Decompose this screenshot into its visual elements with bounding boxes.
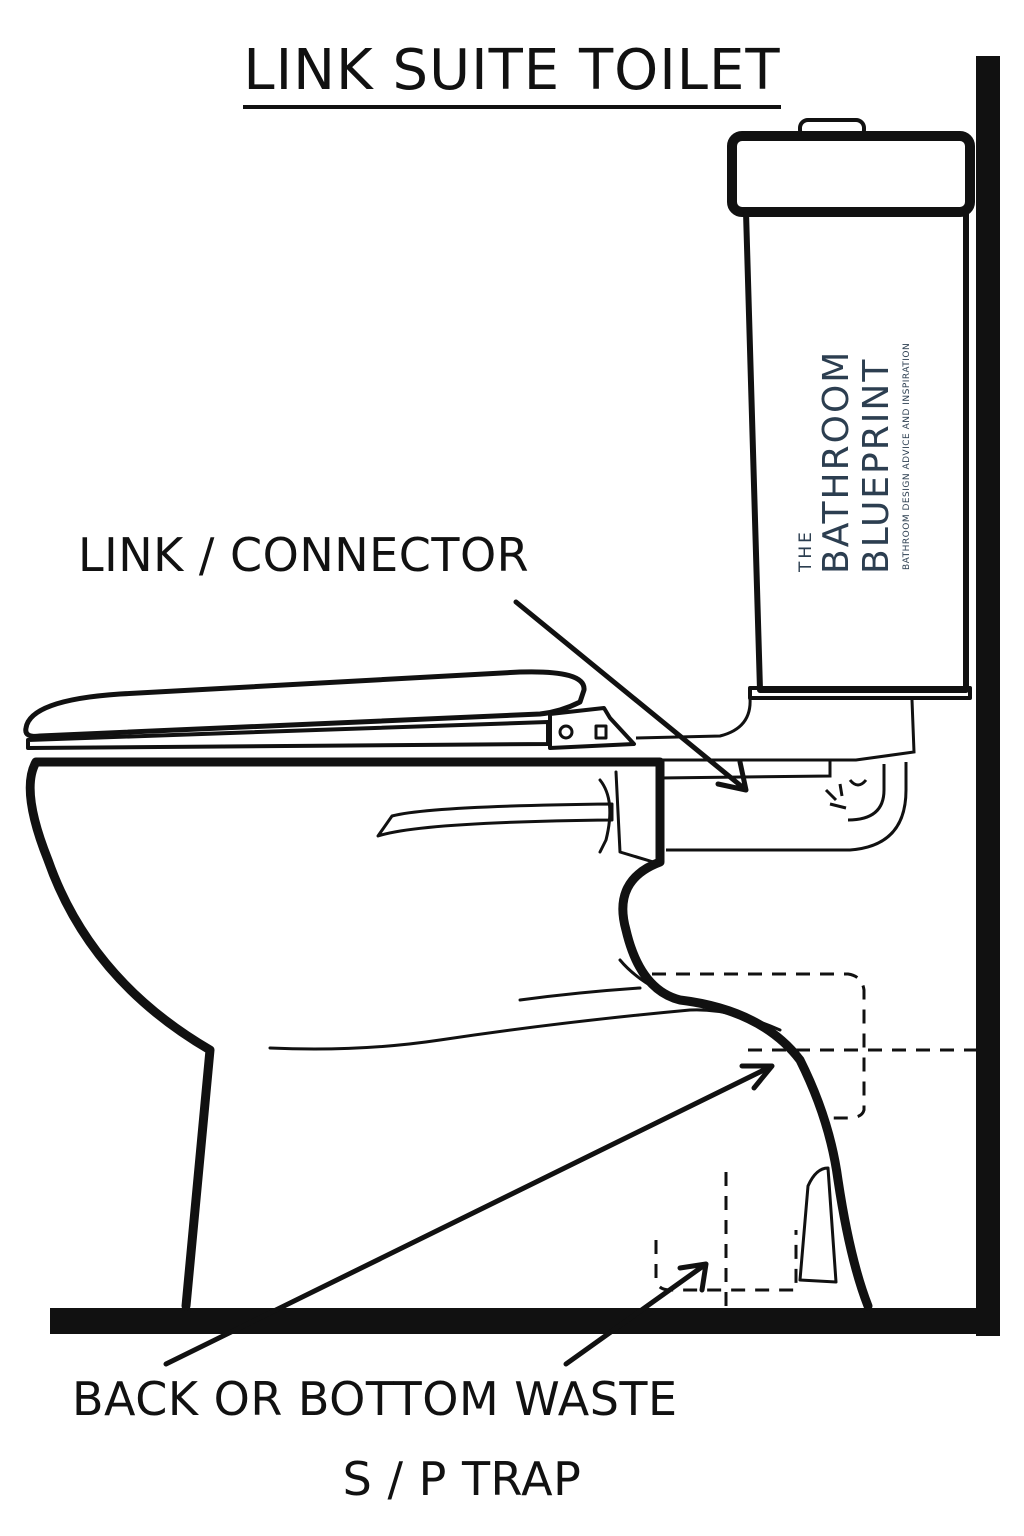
waste-pipe-dashed <box>652 972 976 1308</box>
brand-the: THE <box>796 529 816 572</box>
label-trap: S / P TRAP <box>342 1452 582 1506</box>
rear-foot <box>798 1166 838 1284</box>
link-connector <box>635 697 916 852</box>
cistern-base <box>748 686 972 700</box>
arrow-link <box>513 599 749 793</box>
arrow-bottom-waste <box>563 1261 709 1367</box>
seat-hinge <box>548 706 636 750</box>
pan-rim <box>376 802 614 838</box>
brand-line2: BLUEPRINT <box>856 357 897 574</box>
floor <box>50 1308 1000 1334</box>
brand-logo: THE BATHROOM BLUEPRINT BATHROOM DESIGN A… <box>792 288 922 588</box>
pan-outline <box>25 757 873 1311</box>
arrow-back-waste <box>163 1063 775 1367</box>
arrows <box>163 599 775 1367</box>
cistern-lid <box>727 131 975 217</box>
bottom-waste-outlet <box>654 1230 798 1292</box>
brand-tagline: BATHROOM DESIGN ADVICE AND INSPIRATION <box>902 342 912 570</box>
toilet-pan <box>25 757 873 1311</box>
seat-lid <box>23 669 636 750</box>
wall <box>976 56 1000 1336</box>
back-waste-outlet <box>652 972 866 1120</box>
label-link-connector: LINK / CONNECTOR <box>78 528 530 582</box>
pan-water-line <box>268 1008 782 1051</box>
diagram-title: LINK SUITE TOILET <box>0 38 1024 109</box>
brand-line1: BATHROOM <box>816 349 857 574</box>
cistern <box>727 118 975 700</box>
label-back-or-bottom-waste: BACK OR BOTTOM WASTE <box>72 1372 678 1426</box>
diagram-title-text: LINK SUITE TOILET <box>243 38 781 109</box>
